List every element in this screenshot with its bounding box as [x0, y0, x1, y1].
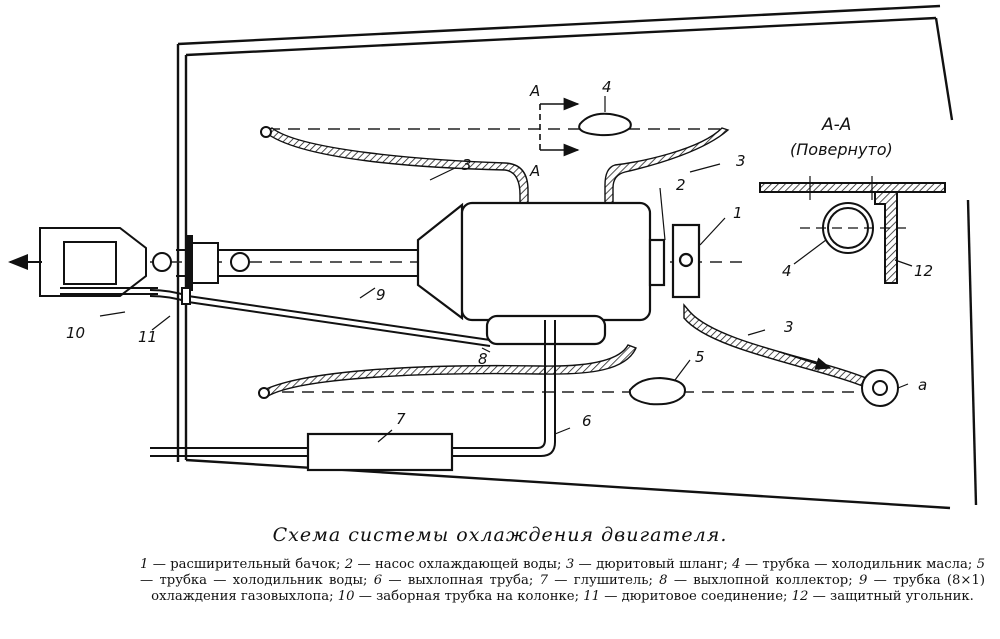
cooling-system-diagram: 1 2 3 3 3 4 4 5 6 7 8 9 10 11 12 a A A A… [8, 4, 978, 510]
hose-end-left-bottom [258, 387, 270, 399]
callout-3-bottom-right: 3 [784, 318, 794, 336]
legend-text: — защитный угольник. [808, 589, 974, 604]
callout-4: 4 [602, 78, 612, 96]
oil-cooler-tube-4 [578, 112, 632, 137]
callout-11: 11 [138, 328, 157, 346]
callout-2: 2 [676, 176, 686, 194]
legend-text: — выхлопная труба; [382, 573, 540, 588]
callout-5: 5 [695, 348, 705, 366]
legend-text: — глушитель; [547, 573, 660, 588]
legend-number: 1 [140, 557, 149, 572]
legend-number: 5 [976, 557, 985, 572]
hose-end-left-top [260, 126, 272, 138]
legend-text: — дюритовое соединение; [600, 589, 792, 604]
legend-number: 10 [337, 589, 355, 604]
flow-arrow [779, 351, 832, 370]
legend-number: 12 [791, 589, 809, 604]
legend-number: 6 [373, 573, 383, 588]
outlet-a [861, 369, 899, 407]
water-cooler-tube-5 [628, 376, 686, 406]
hose-right-bottom [683, 303, 876, 391]
muffler-7 [306, 432, 454, 472]
section-arrows [539, 97, 580, 157]
callout-8: 8 [478, 350, 488, 368]
gas-exhaust-cooling-tube-9 [149, 287, 491, 347]
coupling [189, 242, 219, 284]
callout-4-section: 4 [782, 262, 792, 280]
legend-text: — выхлопной коллектор; [667, 573, 859, 588]
callout-7: 7 [396, 410, 406, 428]
callout-6: 6 [582, 412, 592, 430]
legend-text: — трубка — холодильник воды; [140, 573, 374, 588]
exhaust-pipe-6 [150, 320, 556, 457]
legend-number: 3 [565, 557, 575, 572]
section-arrow-label-bottom: A [529, 162, 540, 180]
callout-12: 12 [914, 262, 933, 280]
engine-nose [416, 202, 464, 321]
callout-3-top-right: 3 [736, 152, 746, 170]
section-arrow-label-top: A [529, 82, 540, 100]
legend-number: 9 [858, 573, 868, 588]
legend-text: — трубка — холодильник масла; [740, 557, 977, 572]
legend-text: — расширительный бачок; [148, 557, 345, 572]
callout-1: 1 [733, 204, 743, 222]
engine-body [460, 201, 652, 322]
engine [416, 201, 701, 346]
section-subtitle: (Повернуто) [790, 140, 893, 159]
legend-text: — дюритовый шланг; [574, 557, 733, 572]
legend-number: 2 [344, 557, 354, 572]
legend-text: — заборная трубка на колонке; [354, 589, 584, 604]
caption-title: Схема системы охлаждения двигателя. [272, 524, 728, 546]
callout-10: 10 [66, 324, 85, 342]
intake-column-10 [8, 227, 158, 297]
hose-left-bottom [258, 344, 637, 397]
callout-3-top-left: 3 [462, 156, 472, 174]
caption-legend: 1 — расширительный бачок; 2 — насос охла… [140, 557, 985, 605]
callout-a: a [918, 376, 927, 394]
tank-port [678, 252, 694, 268]
hose-left-top [263, 127, 529, 206]
leader-lines [99, 96, 913, 443]
shaft [152, 235, 418, 291]
water-pump-2 [648, 238, 666, 287]
legend-number: 8 [659, 573, 668, 588]
section-title: A-A [821, 115, 851, 135]
callout-9: 9 [376, 286, 386, 304]
legend-number: 11 [583, 589, 600, 604]
legend-text: — насос охлаждающей воды; [353, 557, 566, 572]
legend-text: — трубка (8×1) охлаждения газовыхлопа; [151, 573, 985, 604]
section-detail [759, 176, 946, 284]
legend-number: 7 [539, 573, 548, 588]
legend-number: 4 [732, 557, 741, 572]
